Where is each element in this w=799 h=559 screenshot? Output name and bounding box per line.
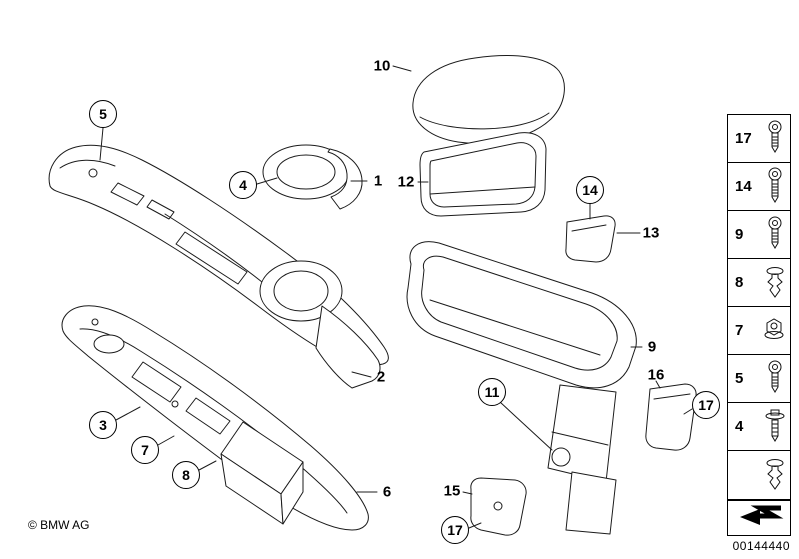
torx-screw-icon	[765, 167, 785, 207]
legend-label-9[interactable]: 9	[735, 226, 744, 243]
legend-label-4[interactable]: 4	[735, 418, 744, 435]
callout-7[interactable]: 7	[131, 436, 159, 464]
part-cover-15	[470, 477, 527, 536]
callout-11[interactable]: 11	[478, 378, 506, 406]
fastener-legend: 17 14 9 8 7	[727, 114, 791, 500]
callout-12[interactable]: 12	[397, 173, 415, 191]
leader-lines	[99, 65, 693, 529]
callout-13[interactable]: 13	[642, 224, 660, 242]
legend-row-5[interactable]: 5	[728, 355, 790, 403]
legend-row-8[interactable]: 8	[728, 259, 790, 307]
part-armrest-lid	[412, 55, 565, 144]
screw-with-washer-icon	[765, 408, 785, 446]
direction-arrow-box	[727, 500, 791, 536]
legend-label-5[interactable]: 5	[735, 370, 744, 387]
part-bracket-16	[645, 383, 697, 451]
callout-17-a[interactable]: 17	[692, 391, 720, 419]
callout-9[interactable]: 9	[647, 338, 657, 356]
callout-15[interactable]: 15	[443, 482, 461, 500]
part-armrest-tray	[419, 132, 547, 217]
part-cupholder-ring	[262, 144, 363, 210]
torx-screw-icon	[765, 216, 785, 254]
callout-6[interactable]: 6	[382, 483, 392, 501]
zigzag-arrow-icon	[734, 502, 784, 535]
legend-label-7[interactable]: 7	[735, 322, 744, 339]
callout-2[interactable]: 2	[376, 368, 386, 386]
copyright-notice: © BMW AG	[28, 518, 90, 532]
expanding-rivet-icon	[765, 266, 785, 300]
flange-nut-icon	[763, 316, 785, 346]
legend-row-7[interactable]: 7	[728, 307, 790, 355]
callout-4[interactable]: 4	[229, 171, 257, 199]
legend-label-17[interactable]: 17	[735, 130, 752, 147]
torx-screw-icon	[765, 360, 785, 398]
torx-screw-icon	[765, 120, 785, 158]
callout-17-b[interactable]: 17	[441, 516, 469, 544]
callout-8[interactable]: 8	[172, 461, 200, 489]
callout-16[interactable]: 16	[647, 366, 665, 384]
callout-3[interactable]: 3	[89, 411, 117, 439]
callout-5[interactable]: 5	[89, 100, 117, 128]
legend-row-17[interactable]: 17	[728, 115, 790, 163]
legend-row-clip[interactable]	[728, 451, 790, 499]
part-bracket-13	[565, 215, 616, 263]
legend-row-4[interactable]: 4	[728, 403, 790, 451]
expanding-rivet-icon	[765, 458, 785, 492]
part-console-top-cover	[48, 144, 389, 389]
callout-10[interactable]: 10	[373, 57, 391, 75]
callout-1[interactable]: 1	[373, 172, 383, 190]
legend-row-14[interactable]: 14	[728, 163, 790, 211]
legend-row-9[interactable]: 9	[728, 211, 790, 259]
part-console-carrier	[61, 305, 369, 531]
legend-label-14[interactable]: 14	[735, 178, 752, 195]
part-armrest-body	[406, 241, 637, 535]
image-id: 00144440	[732, 539, 790, 553]
legend-label-8[interactable]: 8	[735, 274, 744, 291]
callout-14[interactable]: 14	[576, 176, 604, 204]
